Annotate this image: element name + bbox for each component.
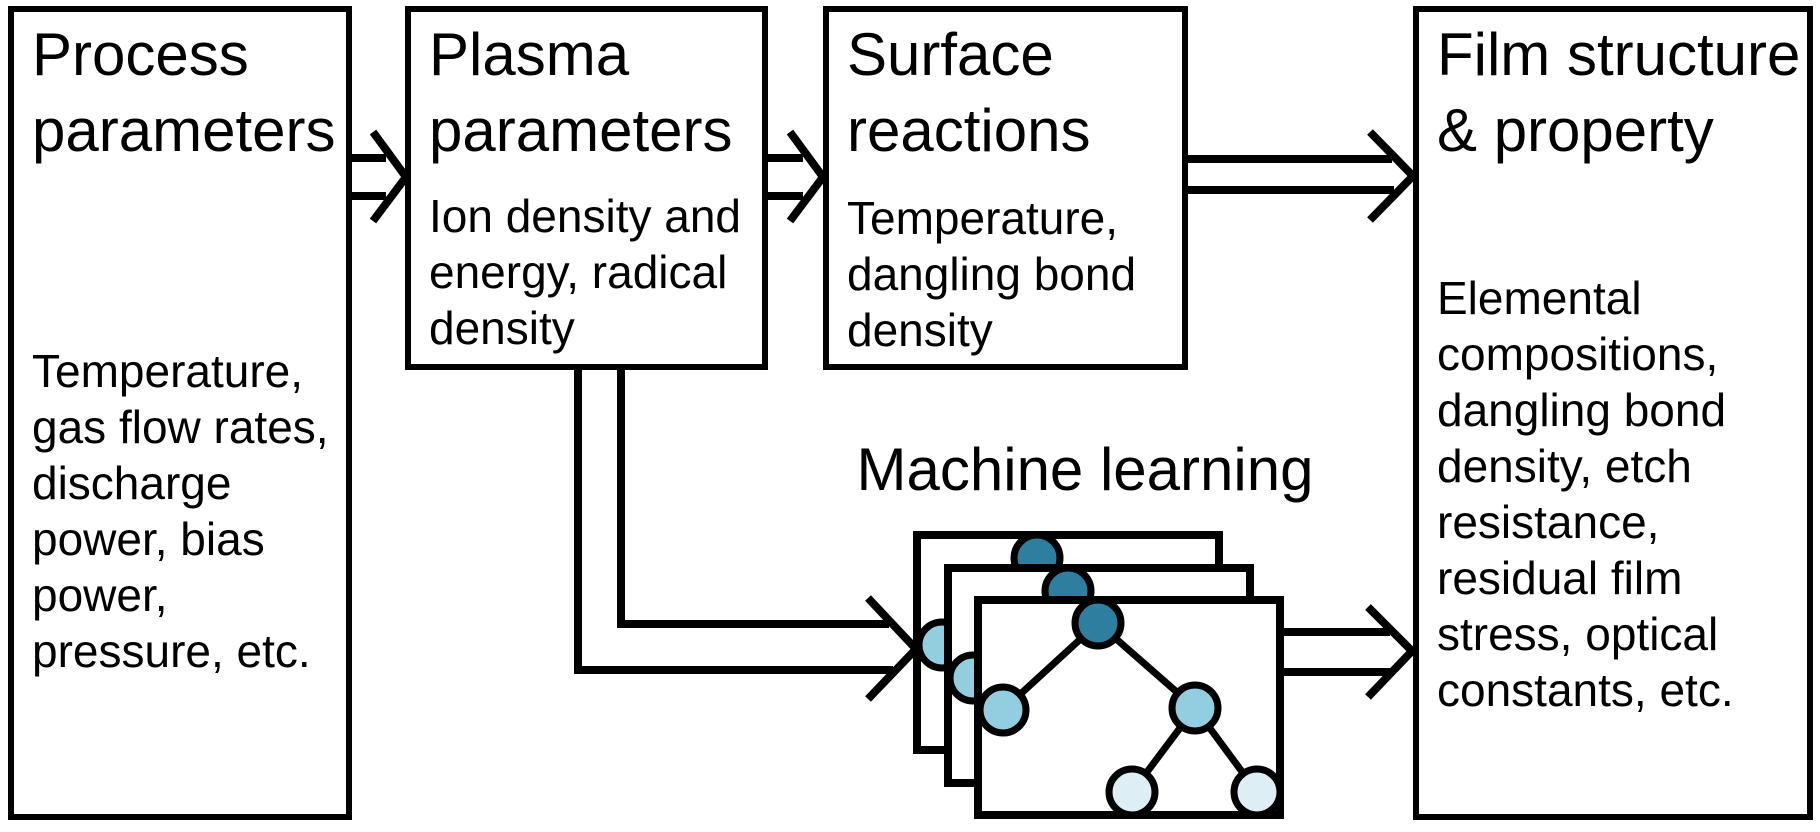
box-title: Surface reactions bbox=[847, 21, 1091, 164]
box-title: Process parameters bbox=[32, 21, 336, 164]
flow-arrow-surface-to-film bbox=[1184, 129, 1419, 223]
flow-arrow-plasma-to-surface bbox=[766, 129, 828, 224]
tree-node-leaf bbox=[1105, 765, 1159, 819]
box-body: Elemental compositions, dangling bond de… bbox=[1437, 272, 1734, 716]
tree-node-leaf bbox=[1230, 765, 1284, 819]
flow-arrow-process-to-plasma bbox=[350, 129, 411, 224]
tree-node-left bbox=[976, 683, 1030, 737]
box-body: Ion density and energy, radical density bbox=[429, 190, 742, 354]
ml-card-front bbox=[974, 596, 1284, 819]
machine-learning-label: Machine learning bbox=[856, 436, 1314, 503]
box-process-parameters: Process parameters Temperature, gas flow… bbox=[8, 6, 352, 820]
box-plasma-parameters: Plasma parameters Ion density and energy… bbox=[405, 6, 768, 370]
flow-arrow-plasma-to-ml bbox=[574, 362, 922, 702]
box-surface-reactions: Surface reactions Temperature, dangling … bbox=[823, 6, 1188, 370]
tree-node-right bbox=[1168, 681, 1222, 735]
tree-node-root bbox=[1071, 596, 1125, 650]
box-body: Temperature, dangling bond density bbox=[847, 192, 1137, 356]
flow-arrow-ml-to-film bbox=[1278, 604, 1418, 700]
box-body: Temperature, gas flow rates, discharge p… bbox=[32, 345, 329, 677]
box-title: Film structure & property bbox=[1437, 21, 1801, 164]
box-title: Plasma parameters bbox=[429, 21, 733, 164]
box-film-structure-property: Film structure & property Elemental comp… bbox=[1413, 6, 1813, 820]
